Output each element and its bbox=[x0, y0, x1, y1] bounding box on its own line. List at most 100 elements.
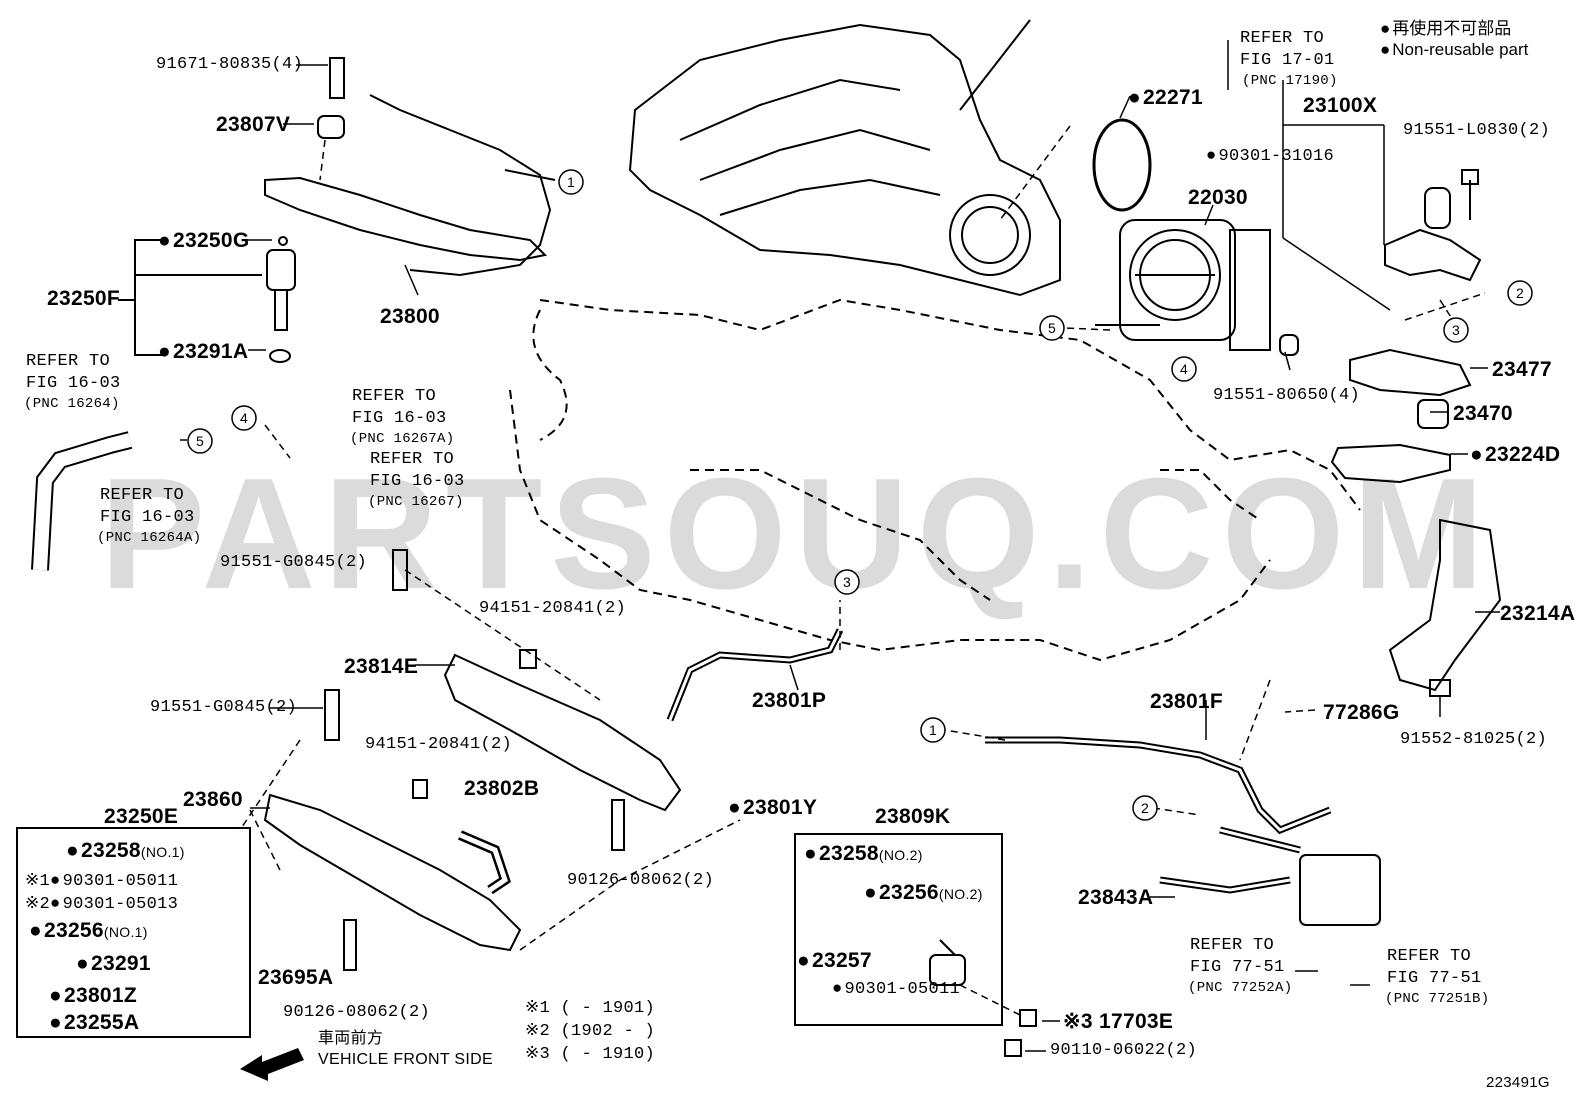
part-91551-80650[interactable]: 91551-80650(4) bbox=[1213, 386, 1361, 405]
gasket-23477 bbox=[1349, 348, 1472, 397]
part-90110-06022[interactable]: 90110-06022(2) bbox=[1050, 1041, 1198, 1060]
part-22271[interactable]: 22271 bbox=[1128, 87, 1203, 108]
part-17703E[interactable]: ※3 17703E bbox=[1063, 1010, 1174, 1033]
part-91551-L0830[interactable]: 91551-L0830(2) bbox=[1403, 121, 1551, 140]
kit1-23255A[interactable]: 23255A bbox=[49, 1012, 139, 1033]
part-23814E[interactable]: 23814E bbox=[344, 655, 419, 678]
ref-16264A-l1: REFER TO bbox=[100, 486, 185, 505]
kit-box-23250E bbox=[16, 827, 251, 1038]
ref-16264-l1: REFER TO bbox=[26, 352, 111, 371]
ref-16264A-l3: (PNC 16264A) bbox=[97, 530, 202, 546]
damper-block bbox=[1299, 854, 1381, 926]
callout-4-a: 4 bbox=[1180, 361, 1189, 377]
part-23291A[interactable]: 23291A bbox=[158, 341, 248, 362]
part-23801P[interactable]: 23801P bbox=[752, 689, 827, 712]
gasket-23224D bbox=[1330, 443, 1451, 484]
intake-manifold bbox=[628, 19, 1061, 297]
part-91551-G0845-a[interactable]: 91551-G0845(2) bbox=[220, 553, 368, 572]
ref-77251B-l3: (PNC 77251B) bbox=[1385, 991, 1490, 1007]
part-23470[interactable]: 23470 bbox=[1453, 402, 1513, 425]
part-94151-20841-a[interactable]: 94151-20841(2) bbox=[479, 599, 627, 618]
ref-16267-l3: (PNC 16267) bbox=[368, 494, 464, 510]
legend-ja: 再使用不可部品 bbox=[1380, 14, 1511, 39]
part-23802B[interactable]: 23802B bbox=[464, 777, 540, 800]
part-23843A[interactable]: 23843A bbox=[1078, 886, 1154, 909]
part-77286G[interactable]: 77286G bbox=[1323, 701, 1400, 724]
part-23800[interactable]: 23800 bbox=[380, 305, 440, 328]
kit1-23801Z[interactable]: 23801Z bbox=[49, 985, 137, 1006]
part-91551-G0845-b[interactable]: 91551-G0845(2) bbox=[150, 698, 298, 717]
kit1-23291[interactable]: 23291 bbox=[76, 953, 151, 974]
part-90301-31016[interactable]: 90301-31016 bbox=[1206, 148, 1334, 165]
callout-5-b: 5 bbox=[196, 433, 205, 449]
ref-16264-l2: FIG 16-03 bbox=[26, 374, 121, 393]
part-91671-80835[interactable]: 91671-80835(4) bbox=[156, 55, 304, 74]
ref-77251B-l1: REFER TO bbox=[1387, 947, 1472, 966]
part-23224D[interactable]: 23224D bbox=[1470, 444, 1560, 465]
part-90126-08062-a[interactable]: 90126-08062(2) bbox=[567, 871, 715, 890]
fuel-rail-upper bbox=[264, 57, 556, 277]
gasket-22271 bbox=[1092, 118, 1152, 212]
kit1-90301-05011[interactable]: ※190301-05011 bbox=[25, 872, 178, 891]
bushing-23470 bbox=[1417, 399, 1449, 429]
callout-circles bbox=[187, 169, 1533, 821]
part-23100X[interactable]: 23100X bbox=[1303, 94, 1378, 117]
part-91552-81025[interactable]: 91552-81025(2) bbox=[1400, 730, 1548, 749]
kit1-23258[interactable]: 23258(NO.1) bbox=[66, 840, 185, 861]
leader-lines bbox=[248, 40, 1500, 1052]
ref-17-01-l2: FIG 17-01 bbox=[1240, 51, 1335, 70]
kit2-23258[interactable]: 23258(NO.2) bbox=[804, 843, 923, 864]
fuel-rail-23860 bbox=[263, 779, 522, 952]
kit1-90301-05013[interactable]: ※290301-05013 bbox=[25, 895, 178, 914]
kit1-23256[interactable]: 23256(NO.1) bbox=[29, 920, 148, 941]
part-23695A[interactable]: 23695A bbox=[258, 966, 334, 989]
front-arrow bbox=[240, 1048, 304, 1081]
part-23801F[interactable]: 23801F bbox=[1150, 690, 1224, 713]
kit2-23257[interactable]: 23257 bbox=[797, 950, 872, 971]
ref-16267A-l3: (PNC 16267A) bbox=[350, 431, 455, 447]
legend-en: Non-reusable part bbox=[1380, 40, 1528, 60]
ref-77252A-l3: (PNC 77252A) bbox=[1188, 980, 1293, 996]
part-23807V[interactable]: 23807V bbox=[216, 113, 291, 136]
note-3: ※3 ( - 1910) bbox=[525, 1045, 656, 1064]
part-23250G[interactable]: 23250G bbox=[158, 230, 250, 251]
part-94151-20841-b[interactable]: 94151-20841(2) bbox=[365, 735, 513, 754]
ref-77251B-l2: FIG 77-51 bbox=[1387, 969, 1482, 988]
fuel-pump bbox=[1384, 169, 1482, 282]
note-2: ※2 (1902 - ) bbox=[525, 1022, 656, 1041]
ref-16267A-l2: FIG 16-03 bbox=[352, 409, 447, 428]
injector bbox=[266, 236, 296, 363]
part-90126-08062-b[interactable]: 90126-08062(2) bbox=[283, 1003, 431, 1022]
part-23214A[interactable]: 23214A bbox=[1500, 602, 1576, 625]
callout-2-b: 2 bbox=[1141, 800, 1150, 816]
callout-5-a: 5 bbox=[1048, 320, 1057, 336]
kit-box-23809K bbox=[794, 833, 1003, 1026]
figure-id: 223491G bbox=[1486, 1074, 1550, 1091]
callout-1-a: 1 bbox=[567, 174, 576, 190]
part-23250E[interactable]: 23250E bbox=[104, 805, 179, 828]
part-23477[interactable]: 23477 bbox=[1492, 358, 1552, 381]
bolts bbox=[324, 334, 1451, 1057]
kit2-90301-05011[interactable]: 90301-05011 bbox=[832, 981, 960, 998]
pipe-23801F bbox=[985, 736, 1332, 894]
ref-16267-l1: REFER TO bbox=[370, 450, 455, 469]
pressure-sensor bbox=[929, 939, 966, 986]
bracket-23250F bbox=[118, 239, 262, 356]
ref-16264A-l2: FIG 16-03 bbox=[100, 508, 195, 527]
callout-2-a: 2 bbox=[1516, 285, 1525, 301]
dashed-leaders bbox=[180, 125, 1486, 1016]
ref-17-01-l1: REFER TO bbox=[1240, 29, 1325, 48]
part-23860[interactable]: 23860 bbox=[183, 788, 243, 811]
part-23801Y[interactable]: 23801Y bbox=[728, 797, 817, 818]
throttle-body bbox=[1095, 219, 1271, 351]
kit2-23256[interactable]: 23256(NO.2) bbox=[864, 882, 983, 903]
mark-3-icon: ※3 bbox=[1063, 1010, 1093, 1033]
part-23809K[interactable]: 23809K bbox=[875, 805, 951, 828]
bracket-23214A bbox=[1388, 518, 1502, 692]
front-side-en: VEHICLE FRONT SIDE bbox=[318, 1051, 493, 1068]
watermark: PARTSOUQ.COM bbox=[99, 446, 1493, 622]
part-23250F[interactable]: 23250F bbox=[47, 287, 121, 310]
ref-16267A-l1: REFER TO bbox=[352, 387, 437, 406]
part-22030[interactable]: 22030 bbox=[1188, 186, 1248, 209]
